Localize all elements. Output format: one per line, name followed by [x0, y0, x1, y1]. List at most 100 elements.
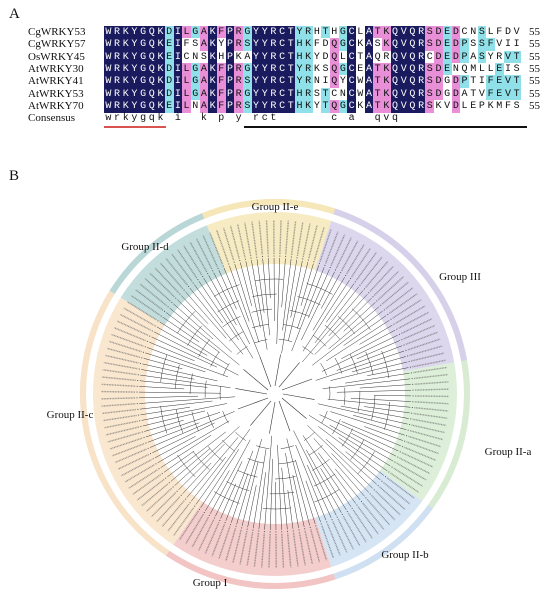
leaf-label-mark [390, 472, 419, 493]
residue: F [216, 26, 226, 39]
residue: G [190, 26, 200, 39]
residue: Y [295, 62, 304, 76]
residue: R [269, 62, 278, 76]
residue: V [503, 50, 513, 64]
panel-label-a: A [9, 6, 20, 22]
leaf-tip [403, 344, 405, 346]
leaf-label-mark [398, 311, 429, 329]
tree-branch [163, 450, 195, 473]
residue: Q [390, 99, 400, 113]
leaf-label-mark [414, 406, 449, 412]
tree-branch [322, 378, 411, 389]
leaf-label-mark [396, 462, 427, 481]
residue: I [173, 62, 183, 76]
residue: C [277, 26, 287, 39]
leaf-label-mark [375, 490, 401, 516]
leaf-label-mark [105, 354, 139, 364]
residue: Y [260, 50, 270, 64]
tree-branch [330, 411, 405, 436]
leaf-tip [285, 255, 287, 257]
leaf-tip [269, 531, 271, 533]
tree-branch [287, 490, 294, 529]
leaf-label-mark [268, 533, 271, 568]
residue: S [425, 62, 435, 76]
tree-internal-arc [252, 324, 269, 329]
leaf-label-mark [191, 516, 210, 548]
tree-branch [276, 258, 280, 345]
residue: S [425, 75, 435, 89]
residue: G [138, 26, 148, 39]
leaf-tip [136, 391, 138, 393]
consensus-residue: c [331, 113, 338, 124]
residue: W [104, 99, 113, 113]
leaf-tip [363, 288, 365, 290]
residue: A [364, 38, 374, 52]
leaf-label-mark [357, 506, 379, 535]
tree-branch [264, 435, 273, 530]
tree-branch [320, 274, 340, 309]
residue: Y [338, 75, 348, 89]
leaf-tip [402, 446, 404, 448]
leaf-tip [244, 258, 246, 260]
leaf-label-mark [232, 529, 242, 564]
residue: Y [260, 38, 270, 52]
consensus-residue: r [114, 113, 121, 124]
leaf-tip [192, 282, 194, 284]
tree-branch [340, 405, 409, 419]
consensus-residue [452, 112, 461, 125]
consensus-residue [469, 112, 478, 125]
residue: Q [408, 87, 417, 101]
tree-root-branch [282, 393, 315, 400]
leaf-tip [171, 301, 173, 303]
leaf-tip [383, 309, 385, 311]
tree-internal-arc [207, 412, 214, 429]
leaf-tip [219, 519, 221, 521]
residue: D [164, 62, 174, 76]
residue: G [442, 75, 452, 89]
residue: S [425, 38, 435, 52]
tree-branch [336, 345, 403, 371]
tree-internal-arc [210, 351, 220, 367]
residue: K [382, 75, 391, 89]
residue: P [225, 50, 235, 64]
residue: I [512, 38, 521, 52]
residue: K [382, 38, 391, 52]
leaf-label-mark [326, 523, 341, 556]
leaf-label-mark [410, 352, 445, 362]
leaf-tip [217, 267, 219, 269]
residue: W [104, 87, 113, 101]
tree-root-branch [243, 369, 269, 391]
leaf-label-mark [119, 313, 151, 331]
residue: K [156, 62, 165, 76]
tree-branch [313, 438, 365, 497]
residue: Q [329, 75, 339, 89]
residue: C [347, 50, 356, 64]
tree-branch [364, 426, 403, 441]
tree-branch [189, 287, 244, 355]
residue: G [138, 75, 148, 89]
tree-internal-arc [226, 481, 250, 491]
residue: K [208, 87, 217, 101]
tree-internal-arc [175, 409, 184, 434]
residue: R [112, 26, 122, 39]
tree-branch [195, 428, 251, 505]
residue: Y [260, 62, 270, 76]
residue: P [225, 87, 235, 101]
consensus-residue [278, 112, 287, 125]
residue: Y [260, 87, 270, 101]
leaf-tip [404, 440, 406, 442]
group-sector [380, 362, 457, 501]
leaf-label-mark [253, 532, 260, 567]
residue: R [112, 99, 122, 113]
tree-internal-arc [350, 439, 365, 460]
leaf-label-mark [319, 229, 332, 262]
group-label: Group II-a [485, 446, 532, 458]
tree-internal-arc [332, 418, 341, 435]
leaf-label-mark [414, 381, 449, 385]
leaf-tip [406, 435, 408, 437]
leaf-tip [409, 424, 411, 426]
tree-branch [373, 395, 411, 397]
residue: Y [251, 87, 261, 101]
group-label: Group II-e [252, 201, 299, 213]
residue: V [503, 87, 513, 101]
